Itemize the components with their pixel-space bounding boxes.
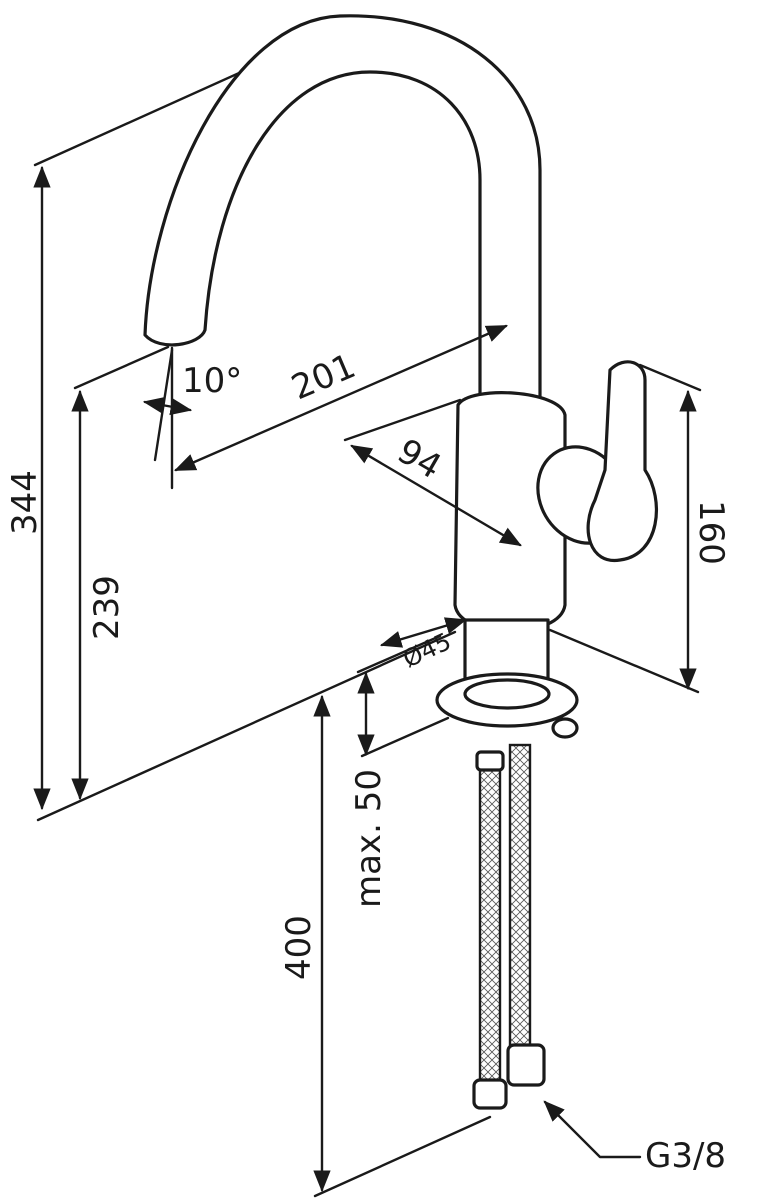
- label-handle-depth: 94: [391, 431, 448, 487]
- label-handle-height: 160: [691, 500, 731, 565]
- label-spout-reach: 201: [286, 346, 361, 408]
- extension-lines: [33, 30, 702, 1198]
- label-max-countertop: max. 50: [349, 769, 389, 908]
- label-base-diameter: Ø45: [399, 627, 456, 673]
- dimension-lines: [33, 165, 697, 1193]
- label-connection-thread: G3/8: [645, 1136, 726, 1176]
- hose-right: [508, 743, 532, 1047]
- faucet: [143, 14, 658, 1110]
- label-total-height: 344: [5, 470, 45, 535]
- label-spout-height: 239: [87, 575, 127, 640]
- hose-left: [478, 758, 502, 1082]
- label-spout-angle: 10°: [182, 361, 242, 401]
- label-hose-length: 400: [279, 915, 319, 980]
